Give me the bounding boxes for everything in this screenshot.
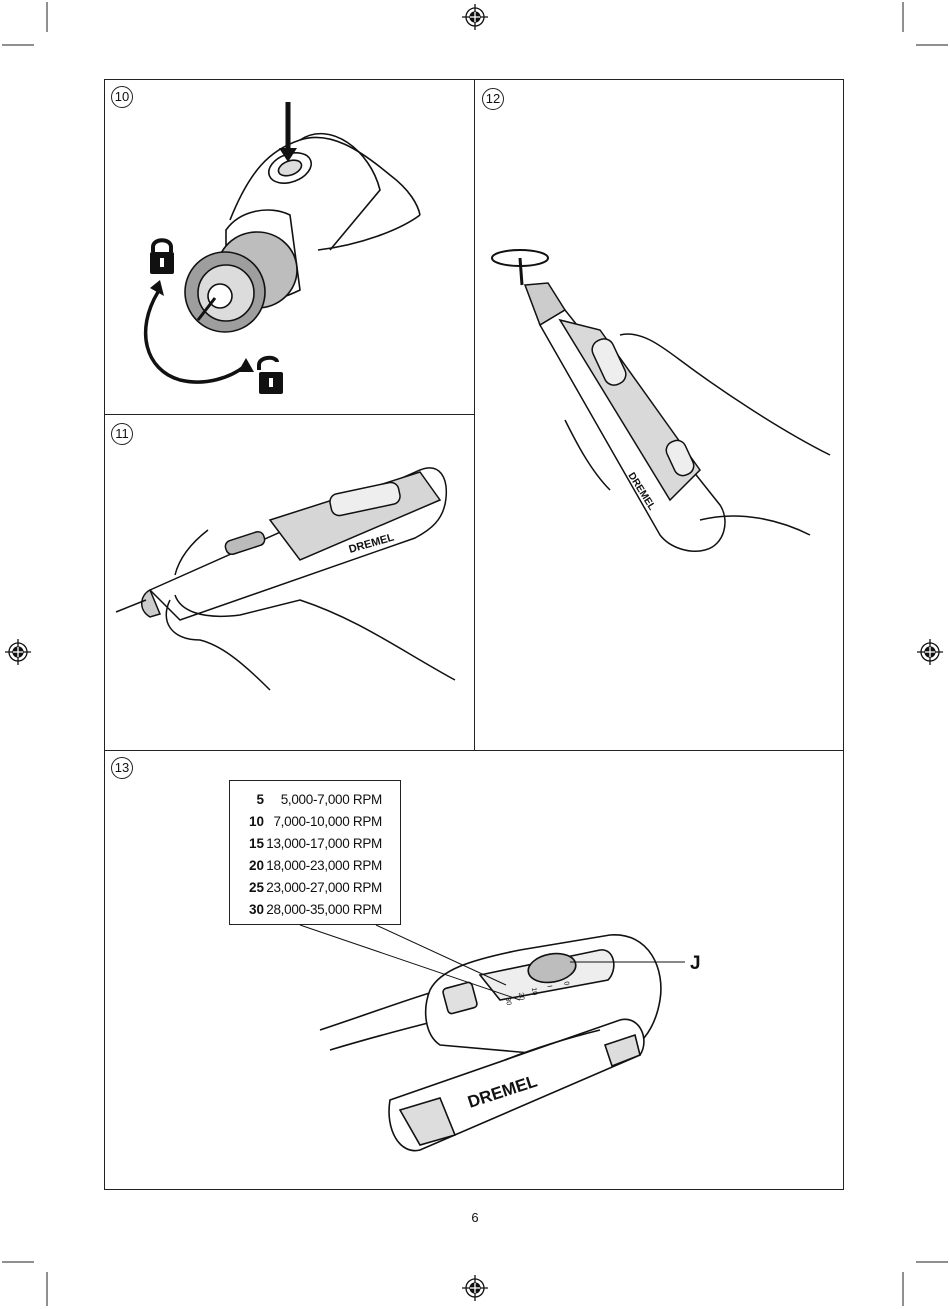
speed-setting: 10 (248, 813, 264, 829)
panel-12-frame (474, 79, 844, 751)
speed-setting: 30 (248, 901, 264, 917)
pencil-grip-illustration (115, 467, 456, 691)
speed-range: 28,000-35,000 RPM (266, 901, 382, 917)
speed-row: 15 13,000-17,000 RPM (230, 832, 400, 854)
speed-row: 10 7,000-10,000 RPM (230, 810, 400, 832)
speed-row: 20 18,000-23,000 RPM (230, 854, 400, 876)
speed-setting: 5 (256, 791, 264, 807)
dial-mark: 30 (503, 997, 513, 1006)
press-arrow-icon (279, 102, 297, 162)
dial-mark: 20 (516, 992, 526, 1001)
panel-10-frame (104, 79, 475, 415)
speed-row: 30 28,000-35,000 RPM (230, 898, 400, 920)
speed-setting: 15 (248, 835, 264, 851)
rotate-arrow-icon (143, 280, 254, 384)
panel-number-10: 10 (111, 86, 133, 108)
speed-range: 13,000-17,000 RPM (266, 835, 382, 851)
panel-11-frame (104, 414, 475, 751)
speed-setting: 20 (248, 857, 264, 873)
speed-range: 7,000-10,000 RPM (273, 813, 382, 829)
unlock-icon (257, 355, 283, 394)
dial-mark: 10 (529, 987, 539, 996)
collet-lock-illustration (184, 132, 421, 333)
speed-row: 25 23,000-27,000 RPM (230, 876, 400, 898)
speed-setting: 25 (248, 879, 264, 895)
panel-13-frame (104, 750, 844, 1190)
speed-range: 23,000-27,000 RPM (266, 879, 382, 895)
speed-row: 5 5,000-7,000 RPM (230, 788, 400, 810)
callout-label-j: J (690, 953, 701, 974)
page-number: 6 (471, 1210, 479, 1225)
speed-range: 18,000-23,000 RPM (266, 857, 382, 873)
callout-lines (299, 924, 685, 1001)
speed-range: 5,000-7,000 RPM (280, 791, 383, 807)
speed-table: 5 5,000-7,000 RPM 10 7,000-10,000 RPM 15… (229, 780, 401, 925)
registration-mark-icon (5, 4, 943, 1301)
panel-number-12: 12 (482, 88, 504, 110)
golf-grip-illustration (491, 249, 831, 552)
speed-dial-illustration (319, 934, 662, 1152)
panel-number-13: 13 (111, 757, 133, 779)
lock-icon (150, 238, 174, 274)
panel-number-11: 11 (111, 423, 133, 445)
